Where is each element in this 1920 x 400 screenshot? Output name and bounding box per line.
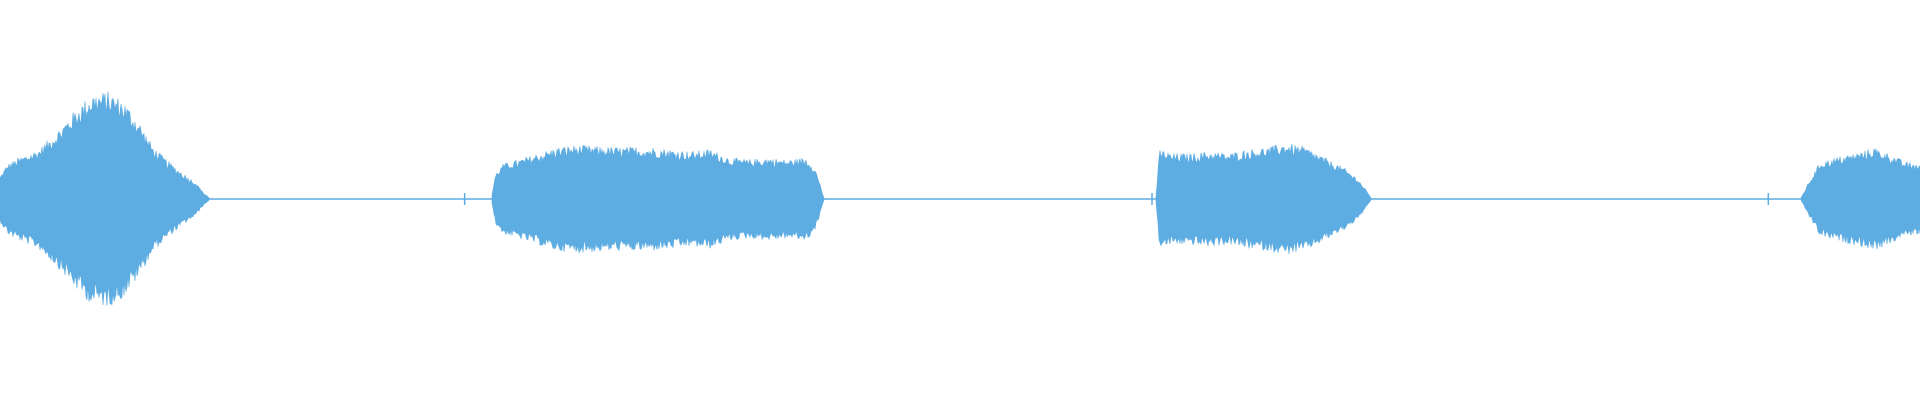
waveform-spikes: [463, 193, 1770, 205]
waveform-segment-2: [491, 144, 825, 254]
waveform-segment-4: [1800, 147, 1920, 250]
waveform-segments: [0, 91, 1920, 306]
waveform-segment-1: [0, 91, 210, 306]
waveform-segment-3: [1155, 144, 1372, 255]
